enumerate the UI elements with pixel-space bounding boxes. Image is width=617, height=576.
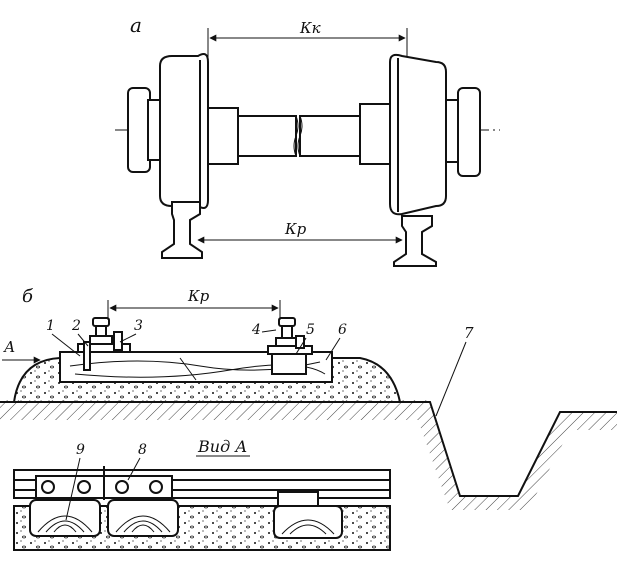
view-a-bolts — [41, 480, 163, 494]
view-leader-9 — [65, 457, 81, 521]
right-clip-bolt — [295, 335, 305, 349]
panel-a: а Кк Кр — [115, 13, 500, 267]
leader-2 — [77, 333, 89, 347]
right-rail-foot — [275, 337, 299, 347]
view-a-title: Вид А — [197, 437, 247, 456]
part-label-5: 5 — [306, 322, 315, 338]
right-axle-box — [457, 87, 481, 177]
right-base — [271, 353, 307, 375]
part-callouts: 1 2 3 4 5 6 7 — [46, 318, 474, 417]
sleeper-end — [29, 499, 101, 537]
bolt-icon — [149, 480, 163, 494]
sleeper-end — [273, 505, 343, 539]
panel-b: б Кр А 1 2 — [0, 286, 617, 551]
left-hub — [207, 107, 239, 165]
dim-rail-label: Кр — [284, 220, 307, 238]
part-label-3: 3 — [134, 318, 143, 334]
view-a: Вид А — [13, 437, 391, 551]
panel-b-label: б — [22, 286, 34, 307]
part-label-4: 4 — [251, 322, 261, 338]
part-label-1: 1 — [46, 318, 55, 334]
left-rail — [161, 201, 203, 259]
dim-wheel-label: Кк — [299, 19, 321, 37]
axle-left-part — [237, 115, 297, 157]
right-rail — [393, 215, 437, 267]
left-clip-bolt — [113, 331, 123, 351]
part-label-6: 6 — [338, 322, 347, 338]
left-spike — [83, 341, 91, 371]
dim-rail-b-label: Кр — [187, 287, 210, 305]
leader-7 — [435, 341, 467, 417]
axle-right-part — [299, 115, 361, 157]
view-part-label-9: 9 — [76, 442, 85, 458]
leader-6 — [325, 337, 341, 361]
right-hub — [359, 103, 391, 165]
leader-4 — [261, 329, 277, 333]
ground-hatch — [0, 400, 617, 510]
right-wheel — [389, 53, 447, 216]
sleeper-end — [107, 499, 179, 537]
bolt-icon — [77, 480, 91, 494]
bolt-icon — [115, 480, 129, 494]
part-label-2: 2 — [71, 318, 81, 334]
view-leader-8 — [127, 457, 141, 481]
left-rail-foot — [89, 335, 113, 345]
leader-1 — [51, 333, 81, 357]
bolt-icon — [41, 480, 55, 494]
right-tie-plate — [267, 345, 313, 355]
leader-5 — [295, 337, 307, 355]
left-axle-box — [127, 87, 151, 173]
part-label-7: 7 — [464, 324, 474, 342]
right-rail-web — [281, 325, 293, 339]
view-a-tie-plate — [277, 491, 319, 507]
sleeper-end-rings — [281, 519, 335, 535]
sleeper-end-rings — [37, 515, 93, 533]
left-wheel — [159, 53, 209, 209]
leader-3 — [119, 333, 137, 343]
view-part-label-8: 8 — [138, 442, 147, 458]
view-a-sleepers — [29, 491, 343, 539]
right-rail-head — [278, 317, 296, 327]
panel-a-label: а — [130, 13, 142, 37]
axle-break — [293, 115, 303, 157]
left-rail-head — [92, 317, 110, 327]
view-arrow-label: А — [3, 338, 15, 356]
view-a-rail-lower — [13, 489, 391, 499]
sleeper-end-rings — [115, 515, 171, 533]
